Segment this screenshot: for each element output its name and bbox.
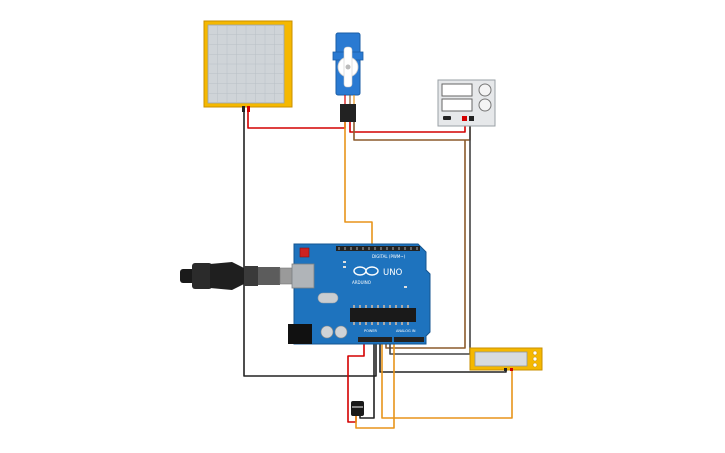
wire-dark-analog[interactable] <box>389 122 471 355</box>
digital-header[interactable] <box>336 246 420 251</box>
usb-port <box>291 263 315 289</box>
solar-panel-terminal-neg[interactable] <box>242 106 245 112</box>
analog-header[interactable] <box>394 337 424 342</box>
capacitor-2 <box>334 325 348 339</box>
led-tx <box>343 261 346 263</box>
microcontroller-chip <box>350 308 416 322</box>
lcd-screen <box>474 351 528 367</box>
lcd-mount-hole-3 <box>532 362 538 368</box>
crystal-oscillator <box>317 292 339 304</box>
servo-connector <box>340 104 356 122</box>
wire-brown-analog[interactable] <box>385 140 466 349</box>
supply-display-voltage <box>441 83 473 97</box>
digital-header-label: DIGITAL (PWM~) <box>372 254 406 259</box>
wire-red-supply[interactable] <box>349 122 466 133</box>
usb-cable <box>180 262 295 290</box>
analog-header-label: ANALOG IN <box>396 329 416 333</box>
board-brand-label: ARDUINO <box>352 280 371 285</box>
supply-terminal-pos[interactable] <box>462 116 467 121</box>
lcd-pin-1[interactable] <box>504 368 507 371</box>
supply-display-current <box>441 98 473 112</box>
supply-power-switch[interactable] <box>443 116 451 120</box>
temperature-sensor[interactable] <box>351 401 364 416</box>
power-header[interactable] <box>358 337 392 342</box>
wires <box>243 112 513 429</box>
wire-black-panel[interactable] <box>243 112 377 377</box>
wire-orange-servo-signal[interactable] <box>344 122 373 248</box>
wire-black-sensor[interactable] <box>359 344 375 419</box>
arduino-logo <box>353 266 379 276</box>
arduino-uno-board[interactable]: DIGITAL (PWM~) UNO ARDUINO <box>288 243 431 345</box>
led-on <box>404 286 407 288</box>
wire-orange-lcd[interactable] <box>381 344 513 419</box>
lcd-display[interactable] <box>469 347 543 371</box>
lcd-pin-2[interactable] <box>510 368 513 371</box>
lcd-mount-hole-2 <box>532 356 538 362</box>
wire-red-panel[interactable] <box>247 112 346 129</box>
supply-voltage-knob[interactable] <box>478 83 492 97</box>
supply-current-knob[interactable] <box>478 98 492 112</box>
servo-motor[interactable] <box>332 32 364 122</box>
reset-button[interactable] <box>299 247 310 258</box>
solar-panel-grid <box>208 25 284 103</box>
solar-panel[interactable] <box>203 20 293 112</box>
solar-panel-terminal-pos[interactable] <box>247 106 250 112</box>
board-model-label: UNO <box>383 268 403 278</box>
power-header-label: POWER <box>364 329 378 333</box>
power-supply[interactable] <box>437 79 496 127</box>
supply-terminal-neg[interactable] <box>469 116 474 121</box>
wire-orange-sensor[interactable] <box>355 342 395 429</box>
led-rx <box>343 266 346 268</box>
capacitor-1 <box>320 325 334 339</box>
dc-power-jack <box>288 324 312 344</box>
lcd-mount-hole-1 <box>532 350 538 356</box>
